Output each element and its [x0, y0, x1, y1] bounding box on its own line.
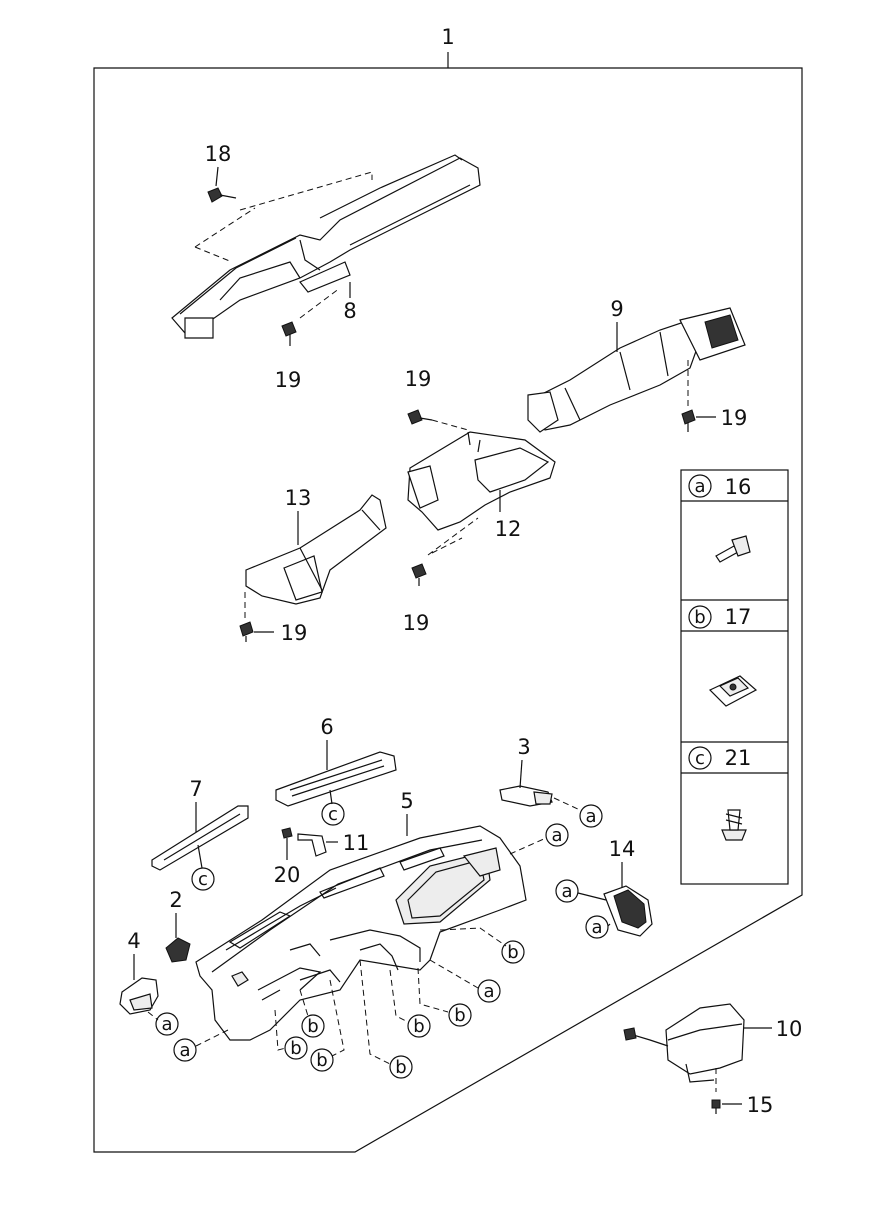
callout-19e[interactable]: 19	[281, 621, 308, 645]
screw-19d[interactable]	[411, 563, 427, 586]
fastener-legend: a 16 b 17 c 21	[680, 469, 789, 885]
part-14-right-vent[interactable]	[603, 885, 653, 937]
part-11-sensor[interactable]	[297, 833, 327, 857]
callout-19a[interactable]: 19	[275, 368, 302, 392]
dash-3	[553, 797, 581, 811]
screw-19a[interactable]	[281, 321, 297, 346]
callout-13[interactable]: 13	[285, 486, 312, 510]
letter-a-5: a	[551, 825, 562, 846]
dash-5b6	[329, 979, 345, 1057]
leader-3	[519, 759, 523, 789]
part-10-airbag-module[interactable]	[623, 1003, 745, 1083]
callout-2[interactable]: 2	[169, 888, 182, 912]
leader-18	[215, 166, 219, 187]
letter-a-4: a	[161, 1014, 172, 1035]
callout-19c[interactable]: 19	[405, 367, 432, 391]
letter-c-6: c	[328, 804, 338, 825]
part-13-side-duct[interactable]	[245, 494, 387, 605]
callout-7[interactable]: 7	[189, 777, 202, 801]
legend-letter-c: c	[695, 748, 705, 769]
legend-part-a[interactable]: 16	[725, 475, 752, 499]
screw-16-icon	[715, 535, 751, 563]
dash-19c	[431, 419, 469, 431]
letter-b-6: b	[316, 1050, 327, 1071]
letter-a-5c: a	[179, 1040, 190, 1061]
dash-19a	[299, 287, 341, 319]
legend-part-b[interactable]: 17	[725, 605, 752, 629]
letter-a-3: a	[585, 806, 596, 827]
part-4-side-vent[interactable]	[119, 977, 159, 1015]
dash-5a	[509, 837, 547, 855]
letter-c-7: c	[198, 869, 208, 890]
dash-4	[147, 1011, 159, 1021]
callout-4[interactable]: 4	[127, 929, 140, 953]
part-5-crash-pad[interactable]	[195, 825, 527, 1041]
callout-10[interactable]: 10	[776, 1017, 803, 1041]
callout-8[interactable]: 8	[343, 299, 356, 323]
callout-9[interactable]: 9	[610, 297, 623, 321]
part-6-center-grille[interactable]	[275, 751, 397, 807]
callout-18[interactable]: 18	[205, 142, 232, 166]
callout-1[interactable]: 1	[441, 25, 454, 49]
screw-15[interactable]	[711, 1099, 721, 1114]
legend-letter-a: a	[694, 476, 705, 497]
part-9-side-duct[interactable]	[527, 307, 746, 433]
dash-5b7	[274, 1009, 287, 1051]
letter-b-3: b	[413, 1016, 424, 1037]
part-20-bolt[interactable]	[281, 827, 293, 860]
callout-14[interactable]: 14	[609, 837, 636, 861]
callout-20[interactable]: 20	[274, 863, 301, 887]
leader-6c	[329, 789, 333, 805]
letter-a-5b: a	[483, 981, 494, 1002]
clip-17-icon	[708, 675, 758, 707]
callout-11[interactable]: 11	[343, 831, 370, 855]
part-12-center-duct[interactable]	[407, 431, 556, 531]
leader-14a	[577, 892, 607, 901]
letter-a-14: a	[561, 881, 572, 902]
part-3-side-vent[interactable]	[499, 785, 553, 807]
dash-5b3	[389, 969, 409, 1023]
assembly-frame	[93, 67, 803, 1153]
part-7-left-grille[interactable]	[151, 805, 249, 871]
dash-19d	[427, 517, 479, 556]
part-8-defroster-duct[interactable]	[171, 154, 481, 339]
screw-19b[interactable]	[681, 409, 696, 432]
callout-6[interactable]: 6	[320, 715, 333, 739]
screw-18[interactable]	[207, 187, 237, 203]
dash-5b5	[299, 989, 309, 1017]
letter-b-4: b	[395, 1057, 406, 1078]
dash-5b2	[417, 967, 449, 1013]
callout-19d[interactable]: 19	[403, 611, 430, 635]
letter-b-7: b	[290, 1038, 301, 1059]
callout-15[interactable]: 15	[747, 1093, 774, 1117]
part-2-cap[interactable]	[165, 937, 191, 963]
letter-b-5: b	[307, 1016, 318, 1037]
legend-letter-b: b	[694, 607, 705, 628]
dash-18b	[194, 207, 256, 263]
dash-5b1	[439, 927, 507, 947]
dash-18	[239, 171, 373, 211]
callout-3[interactable]: 3	[517, 735, 530, 759]
dash-5b4	[359, 959, 391, 1065]
dash-5a3	[195, 1029, 229, 1047]
leader-7c	[197, 844, 203, 869]
screw-19c[interactable]	[407, 409, 433, 425]
dash-5a2	[429, 959, 479, 989]
legend-part-c[interactable]: 21	[725, 746, 752, 770]
letter-a-14b: a	[591, 917, 602, 938]
letter-b-1: b	[507, 942, 518, 963]
screw-19e[interactable]	[239, 621, 254, 642]
callout-12[interactable]: 12	[495, 517, 522, 541]
screw-21-icon	[721, 809, 747, 841]
callout-5[interactable]: 5	[400, 789, 413, 813]
letter-b-2: b	[454, 1005, 465, 1026]
callout-19b[interactable]: 19	[721, 406, 748, 430]
